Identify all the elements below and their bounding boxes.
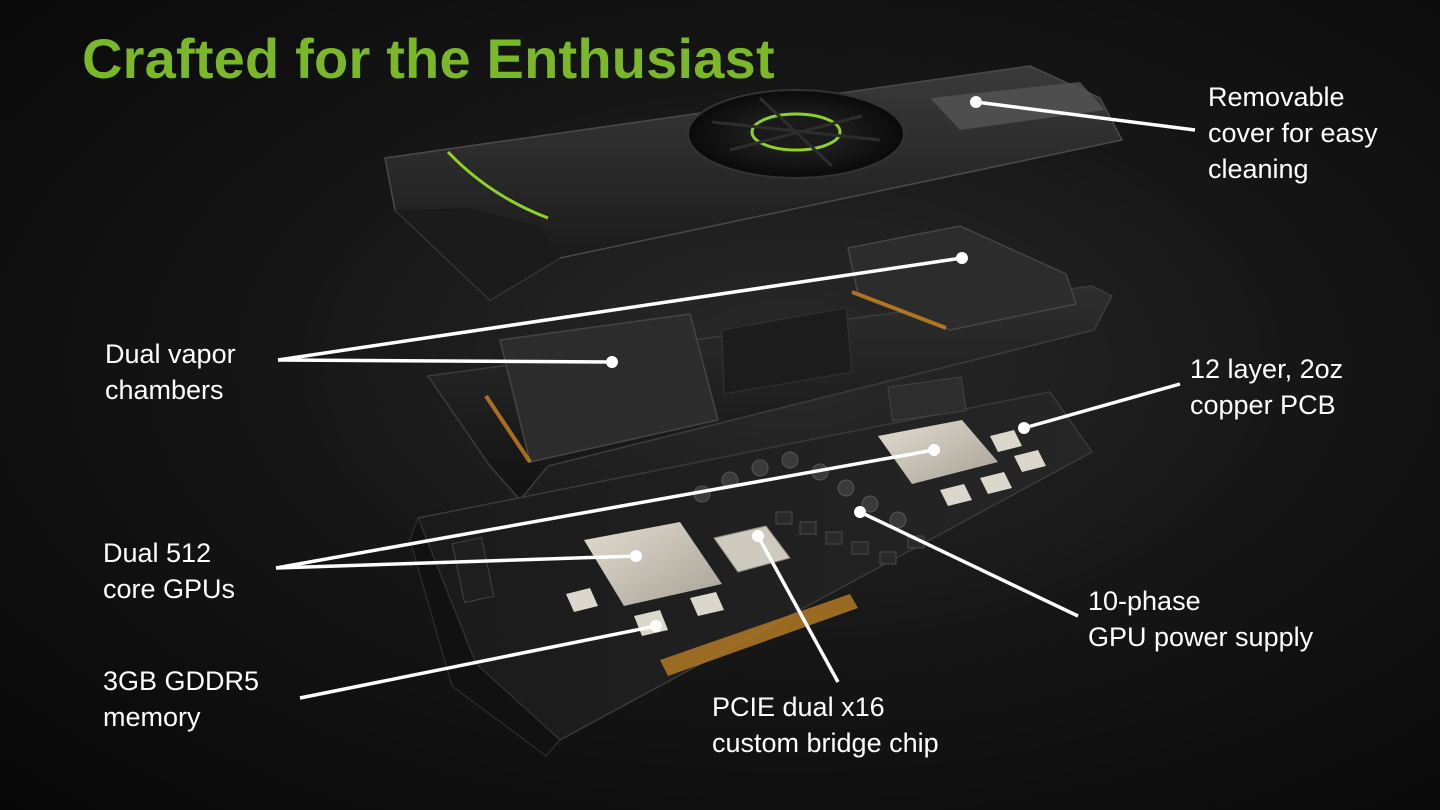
callout-dual-vapor-chambers: Dual vapor chambers [105,336,236,408]
callout-gddr5-memory: 3GB GDDR5 memory [103,663,259,735]
leader-line-gpu-1 [275,448,935,570]
slide-title: Crafted for the Enthusiast [82,27,775,90]
callout-line: cleaning [1208,154,1309,184]
callout-line: Dual 512 [103,538,212,568]
callout-line: core GPUs [103,574,236,604]
leader-line-phase [859,510,1079,618]
callout-power-supply: 10-phase GPU power supply [1088,583,1313,655]
callout-line: copper PCB [1190,390,1336,420]
leader-line-cover [975,100,1196,132]
callout-line: 12 layer, 2oz [1190,354,1344,384]
leader-line-vapor-2 [277,358,613,364]
leader-line-memory [299,624,657,700]
cooler-shroud [384,65,1124,301]
heatsink-assembly [426,225,1114,502]
callout-dual-gpus: Dual 512 core GPUs [103,535,235,607]
callout-line: 10-phase [1088,586,1201,616]
callout-removable-cover: Removable cover for easy cleaning [1208,79,1378,187]
leader-endpoints [606,96,1030,632]
leader-line-bridge [756,535,840,683]
callout-line: Removable [1208,82,1345,112]
leader-line-gpu-2 [275,554,637,570]
callout-line: PCIE dual x16 [712,692,885,722]
callout-line: cover for easy [1208,118,1378,148]
leader-lines [275,100,1196,700]
callout-line: Dual vapor [105,339,236,369]
callout-line: memory [103,702,201,732]
callout-line: 3GB GDDR5 [103,666,260,696]
callout-line: GPU power supply [1088,622,1314,652]
callout-bridge-chip: PCIE dual x16 custom bridge chip [712,689,939,761]
callout-copper-pcb: 12 layer, 2oz copper PCB [1190,351,1343,423]
callout-line: chambers [105,375,224,405]
callout-line: custom bridge chip [712,728,939,758]
leader-line-pcb [1023,382,1181,430]
leader-line-vapor-1 [277,256,963,362]
